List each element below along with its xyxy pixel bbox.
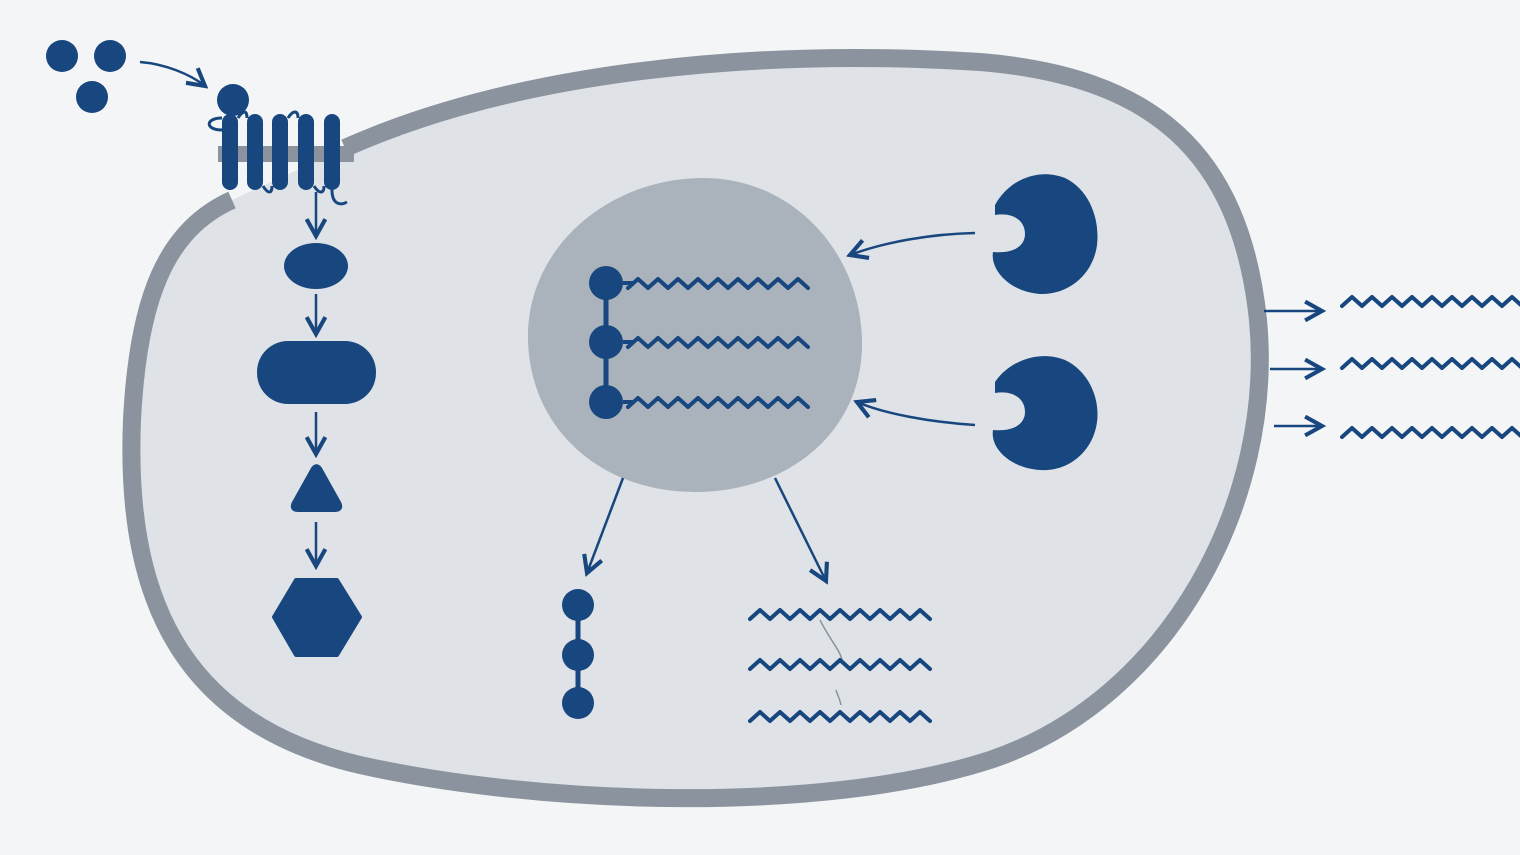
secreted-products <box>1264 295 1520 439</box>
factor-to-nucleus-arrow <box>857 402 976 427</box>
oval-icon <box>284 243 348 289</box>
ligand-dot-icon <box>76 81 108 113</box>
ligands <box>46 40 126 113</box>
capsule-icon <box>257 341 376 404</box>
nuclear-factor-bottom <box>857 356 1098 471</box>
pac-man-factor-icon <box>992 356 1098 471</box>
ligand-binding-arrow <box>139 60 205 86</box>
cytoplasmic-rna-strands <box>748 608 932 723</box>
transmembrane-receptor-icon <box>207 84 354 206</box>
factor-to-nucleus-arrow <box>850 231 976 255</box>
nuclear-factor-top <box>850 174 1098 295</box>
secreted-rna-strand <box>1340 357 1520 370</box>
nuclear-dna <box>589 266 810 419</box>
secreted-rna-strand <box>1340 426 1520 439</box>
bound-ligand-icon <box>217 84 249 116</box>
ligand-dot-icon <box>46 40 78 72</box>
nucleus-to-chain-arrow <box>587 477 625 573</box>
secreted-rna-strand <box>1340 295 1520 308</box>
signaling-cascade <box>257 192 376 657</box>
hexagon-icon <box>272 578 362 657</box>
triangle-icon <box>290 464 343 512</box>
dna-strand <box>589 266 810 300</box>
pac-man-factor-icon <box>992 174 1098 295</box>
dna-strand <box>589 385 810 419</box>
dna-strand <box>589 325 810 359</box>
ligand-dot-icon <box>94 40 126 72</box>
nucleus-to-rna-arrow <box>773 477 826 581</box>
bead-chain-product <box>562 589 594 719</box>
